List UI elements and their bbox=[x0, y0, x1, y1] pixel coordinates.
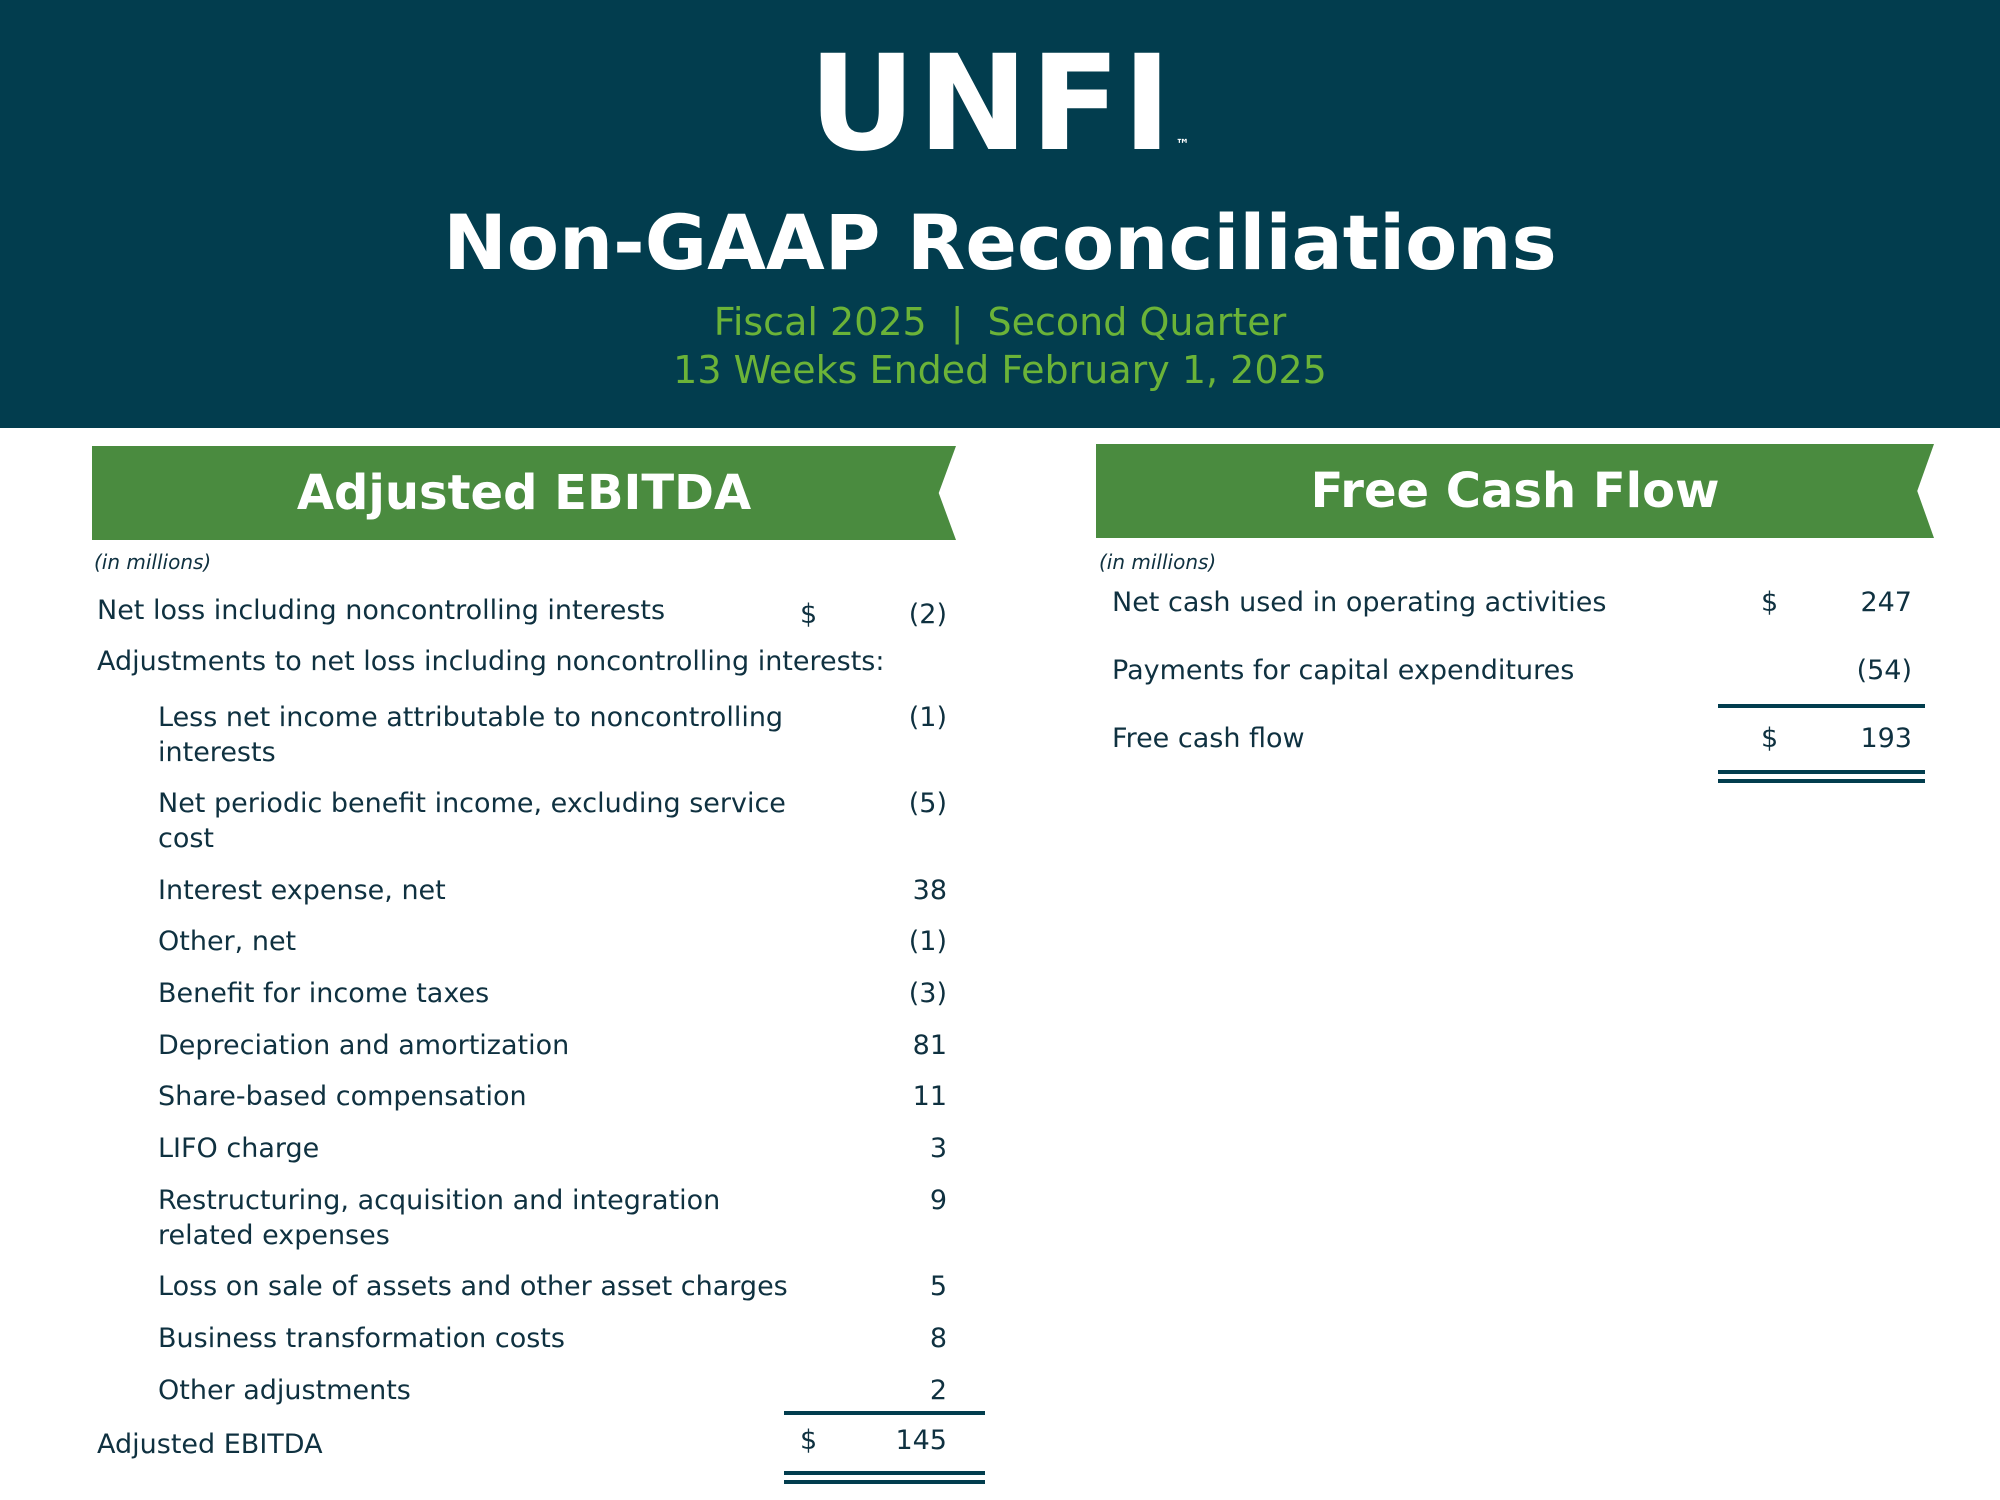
fiscal-separator: | bbox=[950, 300, 964, 344]
row-value: 38 bbox=[912, 875, 947, 906]
row-label: Net loss including noncontrolling intere… bbox=[97, 595, 666, 626]
row-value: 145 bbox=[895, 1425, 947, 1456]
ebitda-total-double-rule-bottom bbox=[784, 1480, 985, 1484]
row-label-cont: interests bbox=[158, 737, 276, 768]
fiscal-line: Fiscal 2025 | Second Quarter bbox=[0, 298, 2000, 346]
row-label: Other, net bbox=[158, 926, 297, 957]
row-value: (3) bbox=[908, 978, 947, 1009]
row-value: (1) bbox=[908, 702, 947, 733]
page-title: Non-GAAP Reconciliations bbox=[443, 198, 1557, 287]
fcf-unit-note: (in millions) bbox=[1099, 550, 1217, 574]
ebitda-total-double-rule-top bbox=[784, 1471, 985, 1475]
row-label: Benefit for income taxes bbox=[158, 978, 490, 1009]
row-value: (54) bbox=[1856, 655, 1912, 686]
row-value: (5) bbox=[908, 788, 947, 819]
row-value: 247 bbox=[1860, 587, 1912, 618]
row-label: Net periodic benefit income, excluding s… bbox=[158, 788, 786, 819]
row-label: Free cash flow bbox=[1112, 723, 1305, 754]
row-value: (2) bbox=[908, 599, 947, 630]
row-label: LIFO charge bbox=[158, 1133, 320, 1164]
fcf-subtotal-rule bbox=[1718, 704, 1925, 708]
row-label: Restructuring, acquisition and integrati… bbox=[158, 1185, 721, 1216]
row-label: Less net income attributable to noncontr… bbox=[158, 702, 784, 733]
row-label: Depreciation and amortization bbox=[158, 1030, 570, 1061]
logo-trademark: ™ bbox=[1175, 137, 1192, 153]
row-currency: $ bbox=[800, 599, 818, 630]
fcf-banner: Free Cash Flow bbox=[1096, 444, 1934, 538]
row-currency: $ bbox=[1761, 587, 1779, 618]
row-label: Adjusted EBITDA bbox=[97, 1429, 323, 1460]
row-value: 11 bbox=[912, 1081, 947, 1112]
row-currency: $ bbox=[1761, 723, 1779, 754]
row-value: 9 bbox=[929, 1185, 947, 1216]
row-value: 193 bbox=[1860, 723, 1912, 754]
row-label: Adjustments to net loss including noncon… bbox=[97, 646, 885, 677]
ebitda-banner: Adjusted EBITDA bbox=[92, 446, 956, 540]
row-label-cont: related expenses bbox=[158, 1220, 390, 1251]
fcf-total-double-rule-bottom bbox=[1718, 779, 1925, 783]
row-label: Interest expense, net bbox=[158, 875, 446, 906]
row-label: Business transformation costs bbox=[158, 1323, 565, 1354]
ebitda-subtotal-rule bbox=[784, 1411, 985, 1415]
row-label: Loss on sale of assets and other asset c… bbox=[158, 1271, 788, 1302]
ebitda-unit-note: (in millions) bbox=[94, 550, 212, 574]
row-value: 2 bbox=[929, 1375, 947, 1406]
row-value: 81 bbox=[912, 1030, 947, 1061]
logo-u-leaf: U bbox=[808, 27, 918, 181]
row-value: 8 bbox=[929, 1323, 947, 1354]
row-value: 5 bbox=[929, 1271, 947, 1302]
fcf-total-double-rule-top bbox=[1718, 770, 1925, 774]
row-value: (1) bbox=[908, 926, 947, 957]
logo-nfi: NFI bbox=[917, 27, 1174, 181]
fiscal-quarter: Second Quarter bbox=[987, 300, 1287, 344]
row-currency: $ bbox=[800, 1425, 818, 1456]
period-line: 13 Weeks Ended February 1, 2025 bbox=[673, 348, 1327, 392]
row-label: Share-based compensation bbox=[158, 1081, 527, 1112]
row-label: Net cash used in operating activities bbox=[1112, 587, 1607, 618]
fiscal-year: Fiscal 2025 bbox=[713, 300, 927, 344]
row-value: 3 bbox=[929, 1133, 947, 1164]
row-label: Payments for capital expenditures bbox=[1112, 655, 1575, 686]
row-label: Other adjustments bbox=[158, 1375, 411, 1406]
row-label-cont: cost bbox=[158, 823, 215, 854]
